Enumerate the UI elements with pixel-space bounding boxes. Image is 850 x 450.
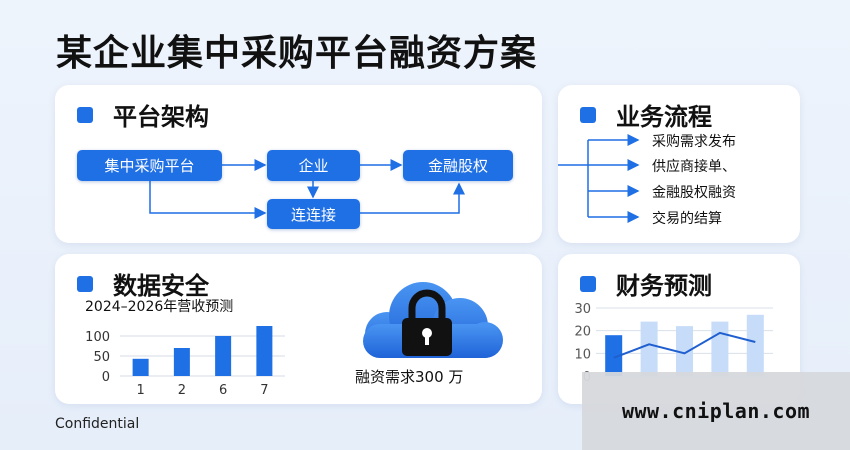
process-header: 业务流程 <box>580 97 712 132</box>
process-connectors <box>558 134 640 223</box>
finance-header: 财务预测 <box>580 266 712 301</box>
process-step-1: 采购需求发布 <box>652 134 736 150</box>
security-header: 数据安全 <box>77 266 209 301</box>
revenue-bar <box>173 348 190 376</box>
node-platform: 集中采购平台 <box>77 150 222 181</box>
node-connect: 连连接 <box>267 199 360 229</box>
section-marker-icon <box>77 275 93 292</box>
forecast-bar <box>640 321 658 376</box>
section-marker-icon <box>580 275 596 292</box>
confidential-label: Confidential <box>55 416 140 432</box>
architecture-connectors <box>149 159 465 219</box>
revenue-bar <box>215 336 232 376</box>
node-enterprise: 企业 <box>267 150 360 181</box>
arrow-connect-to-finance <box>360 182 465 214</box>
forecast-bar <box>605 335 623 376</box>
finance-title: 财务预测 <box>616 272 712 300</box>
section-marker-icon <box>580 106 596 123</box>
process-step-2: 供应商接单、 <box>652 159 736 175</box>
process-title: 业务流程 <box>616 103 712 131</box>
y-tick-label: 10 <box>574 347 591 362</box>
x-tick-label: 6 <box>219 383 227 398</box>
process-card: 业务流程 采购需求发布 供应商接单、 金融股权融资 交易的结算 <box>558 85 800 243</box>
site-watermark: www.cniplan.com <box>582 372 850 450</box>
section-marker-icon <box>77 106 93 123</box>
forecast-bar <box>746 314 764 376</box>
revenue-chart-subtitle: 2024–2026年营收预测 <box>85 299 234 315</box>
process-step-4: 交易的结算 <box>652 211 722 227</box>
revenue-bar <box>256 326 273 376</box>
node-finance: 金融股权 <box>403 150 513 181</box>
arrow-platform-to-connect <box>149 181 267 219</box>
architecture-title: 平台架构 <box>113 103 209 131</box>
y-tick-label: 30 <box>574 302 591 317</box>
x-tick-label: 1 <box>136 383 144 398</box>
y-tick-label: 100 <box>85 330 110 345</box>
forecast-bar <box>676 326 693 376</box>
architecture-card: 平台架构 集中采购平台 企业 金融股权 连连接 <box>55 85 542 243</box>
financing-need-caption: 融资需求300 万 <box>355 368 464 386</box>
y-tick-label: 50 <box>93 350 110 365</box>
y-tick-label: 20 <box>574 325 591 340</box>
cloud-lock-icon <box>363 282 503 358</box>
page-title: 某企业集中采购平台融资方案 <box>56 33 538 74</box>
security-card: 数据安全 2024–2026年营收预测 0 50 100 1 2 6 7 融资需求300 万 <box>55 254 542 404</box>
x-tick-label: 7 <box>260 383 268 398</box>
revenue-bar-chart: 0 50 100 1 2 6 7 <box>85 326 285 398</box>
forecast-line <box>613 331 756 359</box>
security-title: 数据安全 <box>113 272 209 300</box>
process-step-3: 金融股权融资 <box>652 185 736 201</box>
y-tick-label: 0 <box>102 370 110 385</box>
revenue-bar <box>132 358 149 376</box>
architecture-header: 平台架构 <box>77 97 209 132</box>
x-tick-label: 2 <box>178 383 186 398</box>
forecast-bar <box>711 321 729 376</box>
